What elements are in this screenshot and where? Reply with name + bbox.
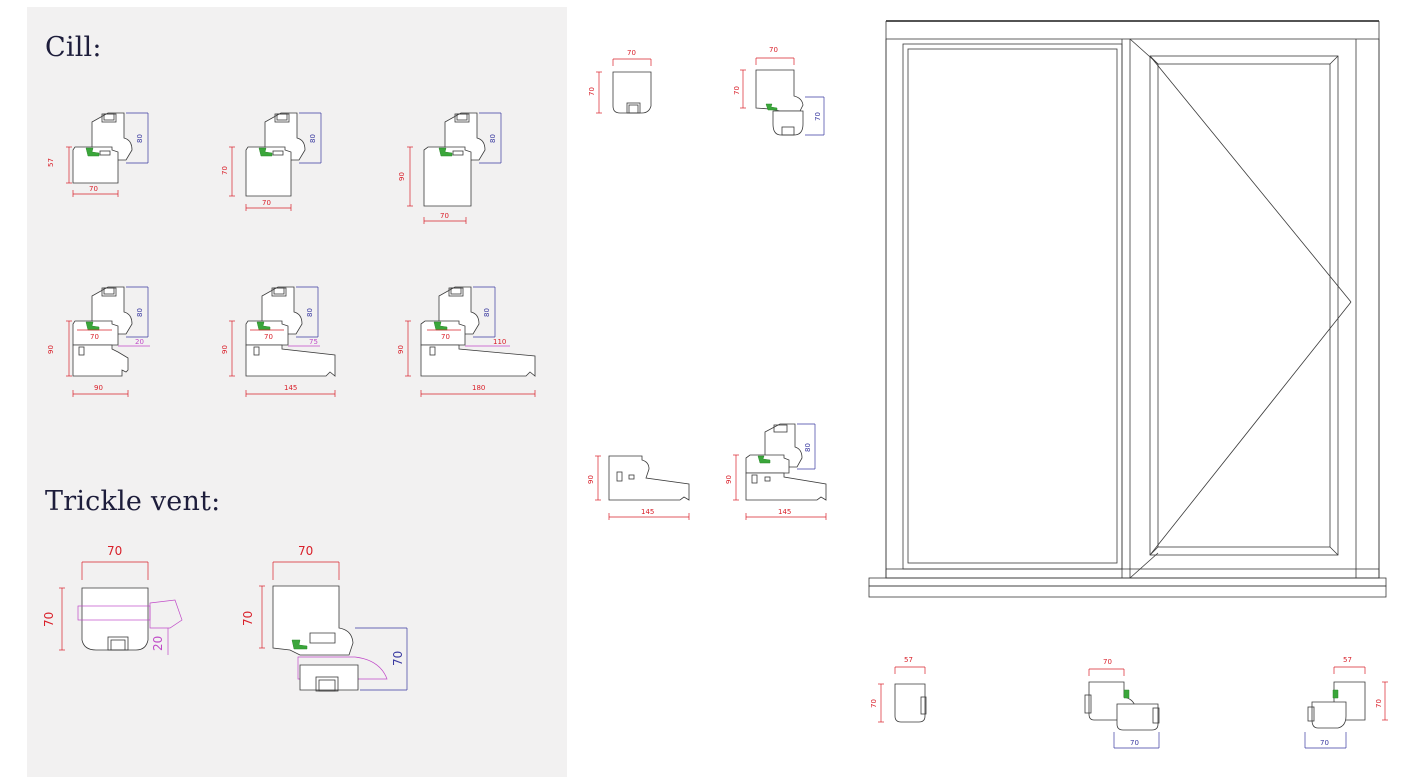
trickle-vent-profile-2: 70 70 70 xyxy=(241,544,408,692)
cill-profile-5: 90 145 70 75 80 xyxy=(221,286,336,397)
jamb-2-top: 57 xyxy=(1343,656,1352,664)
cill-profile-3: 90 70 80 xyxy=(398,112,502,224)
cill-5-sash: 80 xyxy=(306,308,314,317)
head-1-height: 70 xyxy=(588,87,596,96)
cill-profile-2: 70 70 80 xyxy=(221,112,322,211)
mullion-bottom: 70 xyxy=(1130,739,1139,747)
sill-profile-1: 90 145 xyxy=(587,455,690,520)
window-elevation xyxy=(868,20,1387,598)
trickle-vent-profile-1: 70 70 20 xyxy=(42,544,183,655)
cill-3-height: 90 xyxy=(398,172,406,181)
sill-1-height: 90 xyxy=(587,475,595,484)
head-1-width: 70 xyxy=(627,49,636,57)
head-profile-2: 70 70 70 xyxy=(733,46,825,136)
cill-2-width: 70 xyxy=(262,199,271,207)
head-profile-1: 70 70 xyxy=(588,49,652,114)
trickle-vent-heading: Trickle vent: xyxy=(45,486,221,517)
cill-profile-1: 57 70 80 xyxy=(47,112,149,197)
cill-5-inner: 70 xyxy=(264,333,273,341)
trickle-vent-2-height: 70 xyxy=(241,611,255,626)
cill-5-height: 90 xyxy=(221,345,229,354)
cill-6-projection: 110 xyxy=(493,338,506,346)
jamb-1-width: 57 xyxy=(904,656,913,664)
cill-5-width: 145 xyxy=(284,384,297,392)
cill-1-height: 57 xyxy=(47,158,55,167)
trickle-vent-2-sash: 70 xyxy=(391,651,405,666)
cill-4-height: 90 xyxy=(47,345,55,354)
jamb-1-height: 70 xyxy=(870,699,878,708)
cill-4-sash: 80 xyxy=(136,308,144,317)
cill-profile-6: 90 180 70 110 80 xyxy=(397,286,536,397)
mullion-top: 70 xyxy=(1103,658,1112,666)
jamb-profile-1: 57 70 xyxy=(870,656,927,723)
sill-2-sash: 80 xyxy=(804,443,812,452)
trickle-vent-1-height: 70 xyxy=(42,612,56,627)
cill-6-height: 90 xyxy=(397,345,405,354)
cill-4-width: 90 xyxy=(94,384,103,392)
cill-6-width: 180 xyxy=(472,384,485,392)
mullion-profile: 70 70 xyxy=(1084,658,1160,749)
cill-1-width: 70 xyxy=(89,185,98,193)
cill-5-projection: 75 xyxy=(309,338,318,346)
sill-2-width: 145 xyxy=(778,508,791,516)
cill-heading: Cill: xyxy=(45,32,102,63)
trickle-vent-2-width: 70 xyxy=(298,544,313,558)
cill-1-sash: 80 xyxy=(136,134,144,143)
cill-4-inner: 70 xyxy=(90,333,99,341)
trickle-vent-1-width: 70 xyxy=(107,544,122,558)
sill-2-height: 90 xyxy=(725,475,733,484)
cill-2-sash: 80 xyxy=(309,134,317,143)
jamb-2-bottom: 70 xyxy=(1320,739,1329,747)
sill-profile-2: 90 145 80 xyxy=(725,423,827,520)
cill-2-height: 70 xyxy=(221,166,229,175)
cill-4-projection: 20 xyxy=(135,338,144,346)
cill-3-width: 70 xyxy=(440,212,449,220)
cill-6-sash: 80 xyxy=(483,308,491,317)
cill-3-sash: 80 xyxy=(489,134,497,143)
jamb-2-height: 70 xyxy=(1375,699,1383,708)
jamb-profile-2: 57 70 70 xyxy=(1304,656,1388,749)
cill-6-inner: 70 xyxy=(441,333,450,341)
head-2-width: 70 xyxy=(769,46,778,54)
cill-profile-4: 90 90 70 20 80 xyxy=(47,286,150,397)
head-2-sash: 70 xyxy=(814,112,822,121)
sill-1-width: 145 xyxy=(641,508,654,516)
head-2-height: 70 xyxy=(733,86,741,95)
trickle-vent-1-vent: 20 xyxy=(151,636,165,651)
